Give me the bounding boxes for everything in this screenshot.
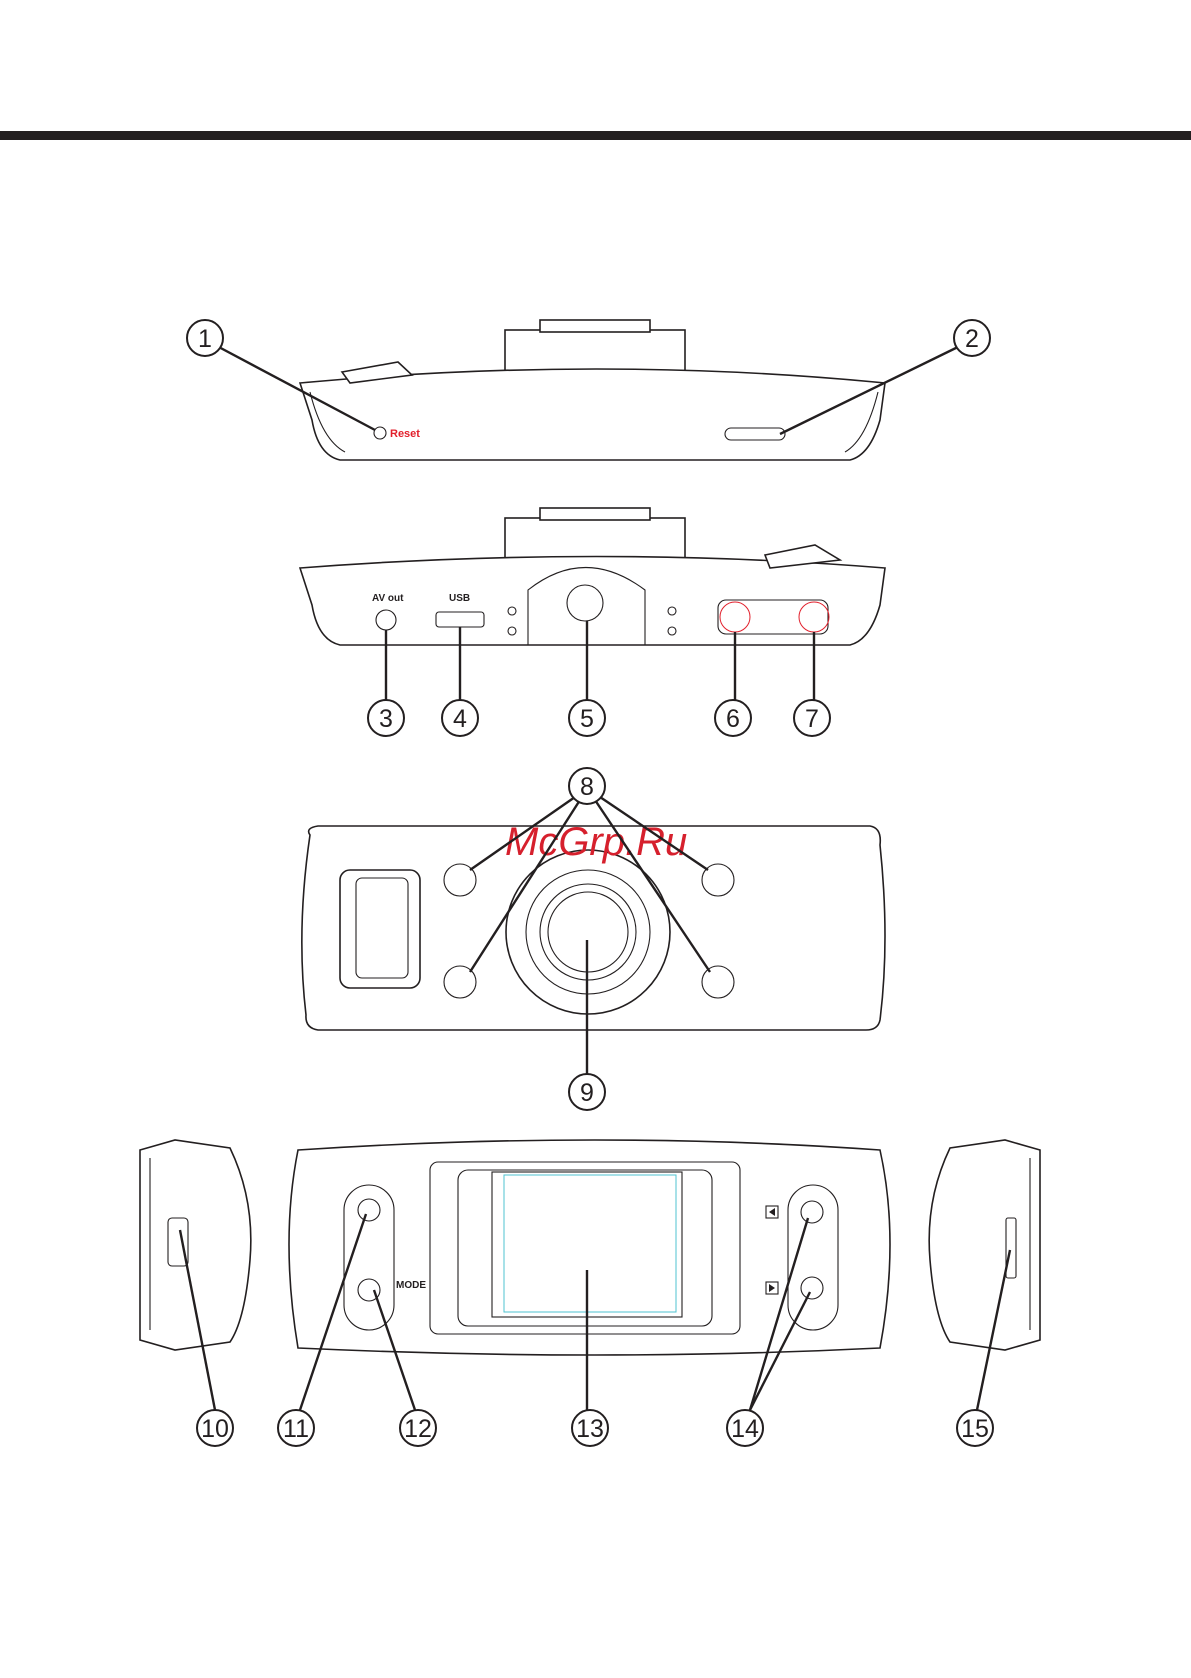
callout-3: 3 xyxy=(368,700,404,736)
callout-5: 5 xyxy=(569,700,605,736)
svg-text:10: 10 xyxy=(201,1415,229,1443)
svg-text:15: 15 xyxy=(961,1415,989,1443)
svg-text:8: 8 xyxy=(580,773,594,801)
callout-4: 4 xyxy=(442,700,478,736)
svg-text:2: 2 xyxy=(965,325,979,353)
av-out-label: AV out xyxy=(372,593,404,604)
svg-text:3: 3 xyxy=(379,705,393,733)
callout-13: 13 xyxy=(572,1410,608,1446)
callout-9: 9 xyxy=(569,1074,605,1110)
callout-12: 12 xyxy=(400,1410,436,1446)
svg-text:1: 1 xyxy=(198,325,212,353)
view-top: Reset xyxy=(300,320,885,460)
callout-7: 7 xyxy=(794,700,830,736)
view-left-side xyxy=(140,1140,251,1350)
callout-15: 15 xyxy=(957,1410,993,1446)
callout-8: 8 xyxy=(569,768,605,804)
header-rule xyxy=(0,131,1191,140)
callout-1: 1 xyxy=(187,320,223,356)
callout-11: 11 xyxy=(278,1410,314,1446)
view-right-side xyxy=(929,1140,1040,1350)
view-front: AV out USB xyxy=(300,508,885,645)
svg-text:4: 4 xyxy=(453,705,467,733)
svg-text:5: 5 xyxy=(580,705,594,733)
svg-text:14: 14 xyxy=(731,1415,759,1443)
svg-text:9: 9 xyxy=(580,1079,594,1107)
svg-text:12: 12 xyxy=(404,1415,432,1443)
svg-text:11: 11 xyxy=(283,1415,309,1443)
callout-6: 6 xyxy=(715,700,751,736)
svg-text:7: 7 xyxy=(805,705,819,733)
mode-label: MODE xyxy=(396,1280,426,1291)
reset-label: Reset xyxy=(390,428,420,440)
svg-text:6: 6 xyxy=(726,705,740,733)
usb-label: USB xyxy=(449,593,470,604)
svg-text:13: 13 xyxy=(576,1415,604,1443)
callout-14: 14 xyxy=(727,1410,763,1446)
callout-10: 10 xyxy=(197,1410,233,1446)
callout-2: 2 xyxy=(954,320,990,356)
